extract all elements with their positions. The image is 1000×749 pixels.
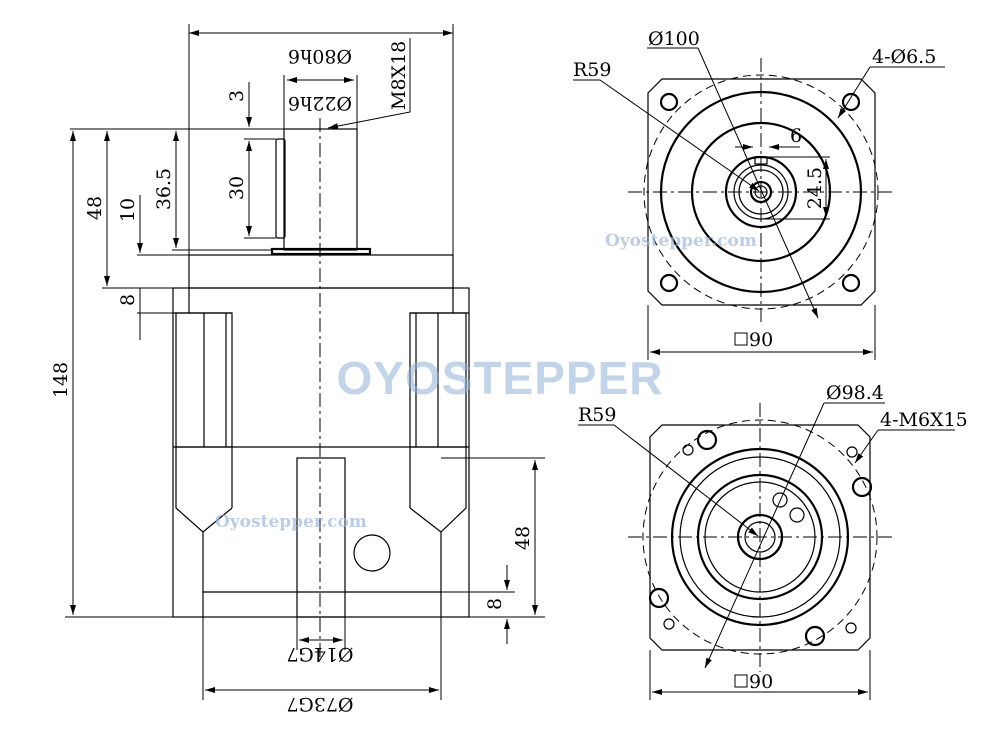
dim-rear-radius: R59 (578, 404, 616, 426)
dim-key-length: 30 (226, 176, 248, 200)
square-symbol (734, 332, 748, 346)
dim-shaft-length: 36.5 (153, 168, 175, 210)
dim-pilot: 10 (117, 198, 139, 222)
dim-rear-pcd: Ø98.4 (826, 382, 884, 404)
mount-hole (659, 273, 679, 293)
dim-total-length: 148 (50, 362, 72, 398)
dim-input-height: 48 (512, 526, 534, 550)
dim-input-offset: 8 (484, 598, 506, 610)
dim-front-square: 90 (749, 329, 773, 351)
dim-input-bore: Ø14G7 (286, 643, 353, 665)
front-flange (647, 78, 876, 306)
dim-flange-thk: 8 (117, 294, 139, 306)
mount-hole (804, 625, 826, 647)
dim-input-pilot: Ø73G7 (286, 693, 353, 715)
watermark-url: Oyostepper.com (215, 512, 367, 532)
mount-hole (696, 429, 718, 451)
dim-top-height: 48 (84, 196, 106, 220)
output-pilot (188, 254, 454, 289)
dim-flange-dia: Ø80h6 (288, 45, 352, 67)
shaft-key (275, 138, 286, 239)
input-bore (296, 457, 346, 618)
dim-rear-holes: 4-M6X15 (880, 409, 968, 431)
square-symbol (734, 674, 748, 688)
mount-hole (659, 92, 679, 112)
dim-front-radius: R59 (573, 59, 611, 81)
dim-tap: M8X18 (388, 41, 410, 110)
front-view: Ø100 R59 4-Ø6.5 6 24.5 90 (573, 28, 945, 360)
mount-hole (841, 273, 861, 293)
mount-hole (648, 587, 670, 609)
dim-front-holes: 4-Ø6.5 (872, 46, 936, 68)
watermark-url: Oyostepper.com (605, 231, 757, 251)
dim-key-height: 24.5 (804, 167, 826, 209)
watermark-logo: OYOSTEPPER (337, 352, 664, 404)
shaft-collar (270, 247, 372, 256)
dim-front-pcd: Ø100 (648, 28, 700, 50)
gearbox-body (172, 287, 470, 618)
dim-key-offset: 3 (226, 90, 248, 102)
dim-key-width: 6 (790, 125, 802, 147)
rear-view: Ø98.4 R59 4-M6X15 90 (578, 382, 968, 700)
mount-hole (851, 476, 873, 498)
dim-shaft-dia: Ø22h6 (288, 92, 352, 114)
rear-flange (649, 424, 871, 651)
mount-hole (841, 92, 861, 112)
side-view: Ø80h6 Ø22h6 M8X18 148 48 10 8 36.5 3 30 … (50, 24, 545, 715)
clamp-access-hole (353, 534, 391, 572)
dim-rear-square: 90 (749, 671, 773, 693)
